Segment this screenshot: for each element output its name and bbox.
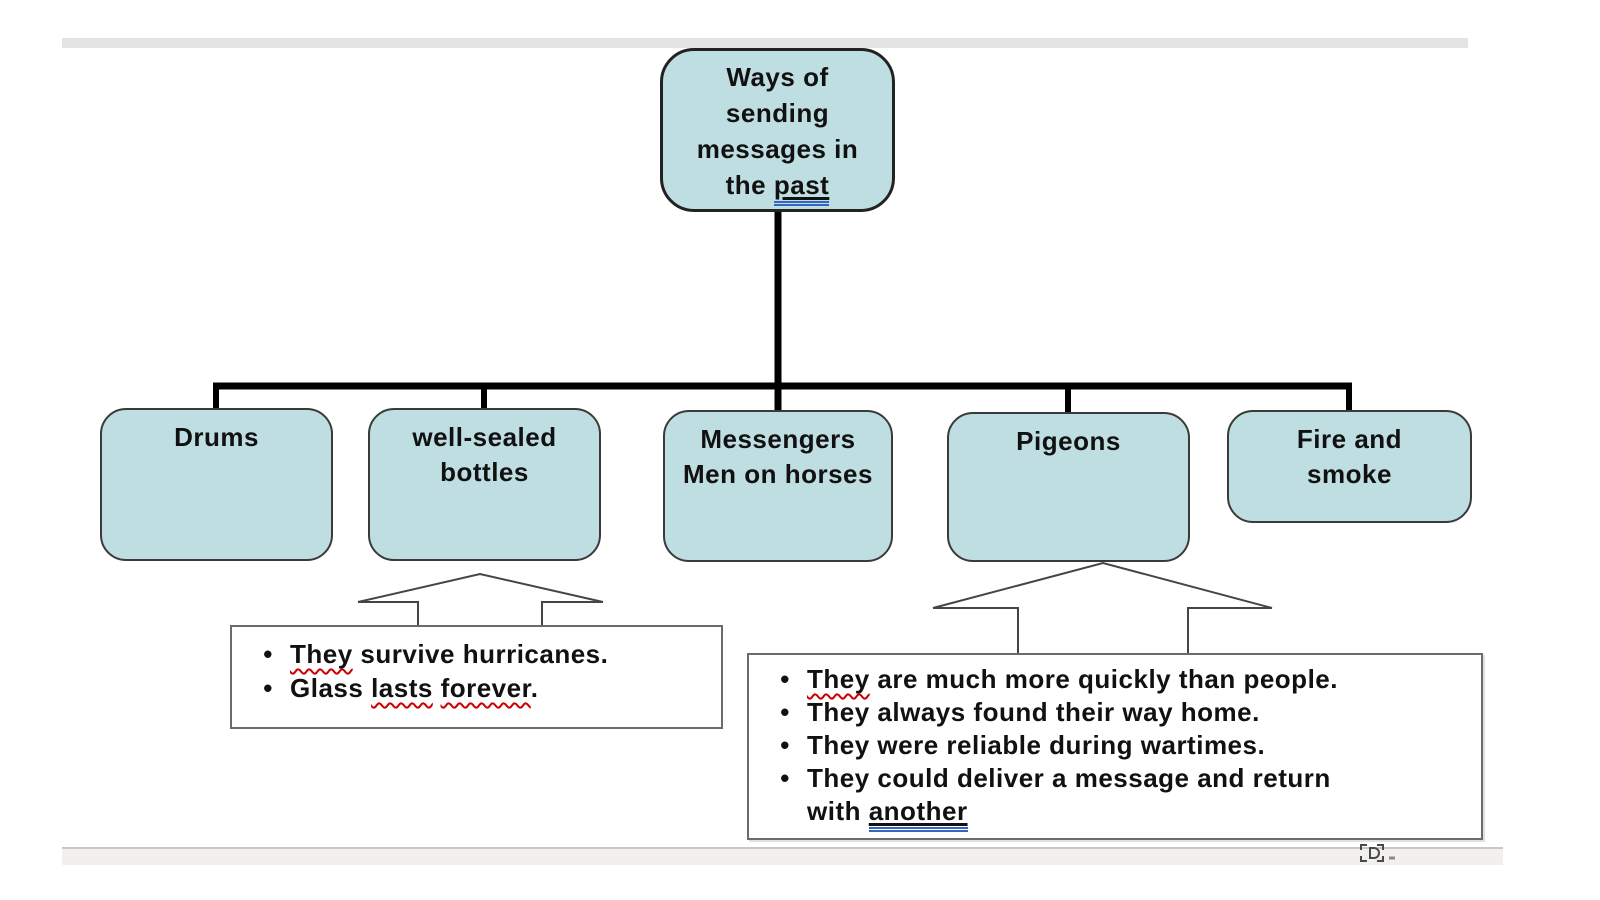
bullet-marker: • [780, 730, 790, 760]
bullet-marker: • [263, 639, 273, 669]
root-label-line: messages in [696, 134, 859, 164]
list-item: • They always found their way home. [763, 696, 1473, 729]
page-top-margin-strip [62, 38, 1468, 48]
paste-options-icon[interactable] [1358, 842, 1398, 864]
misspelled-word: They [290, 639, 353, 669]
node-messengers[interactable]: Messengers Men on horses [663, 410, 893, 562]
node-label-line: Messengers [700, 424, 856, 454]
bullet-text-period: . [530, 673, 539, 703]
pigeons-callout-left-leg [933, 607, 1019, 654]
node-label: Drums [174, 422, 259, 452]
list-item: • They are much more quickly than people… [763, 663, 1473, 696]
misspelled-word: forever [440, 673, 531, 703]
bullet-marker: • [263, 673, 273, 703]
pigeons-callout-right-leg [1187, 607, 1272, 654]
page-bottom-margin-strip [62, 847, 1503, 865]
list-item: • Glass lasts forever. [246, 671, 713, 705]
bullet-text-rest: survive hurricanes. [352, 639, 609, 669]
bullet-text-line2-prefix: with [807, 796, 869, 826]
bullet-text: They survive hurricanes. [290, 637, 713, 671]
bullet-text-line1: They could deliver a message and return [807, 763, 1331, 793]
node-label-line: Fire and [1296, 424, 1403, 454]
node-label-line: well-sealed [412, 422, 557, 452]
bottles-callout-chevron [357, 572, 604, 603]
bullet-text: They always found their way home. [807, 697, 1260, 727]
bullet-marker: • [780, 664, 790, 694]
list-item: • They survive hurricanes. [246, 637, 713, 671]
list-item: • They were reliable during wartimes. [763, 729, 1473, 762]
bottles-callout-left-leg [358, 601, 419, 626]
node-drums[interactable]: Drums [100, 408, 333, 561]
pigeons-callout-chevron [932, 561, 1273, 609]
bullet-text-prefix: Glass [290, 673, 372, 703]
node-bottles[interactable]: well-sealed bottles [368, 408, 601, 561]
bottles-callout-right-leg [541, 601, 603, 626]
node-root[interactable]: Ways of sending messages in the past [660, 48, 895, 212]
root-label-prefix: the [725, 170, 774, 200]
node-pigeons[interactable]: Pigeons [947, 412, 1190, 562]
bullet-text-rest: are much more quickly than people. [869, 664, 1338, 694]
bullet-marker: • [780, 763, 790, 793]
root-label-line: sending [725, 98, 830, 128]
list-item: • They could deliver a message and retur… [763, 762, 1473, 832]
bullet-marker: • [780, 697, 790, 727]
root-label-line: the past [663, 167, 892, 206]
bullet-text: Glass lasts forever. [290, 671, 713, 705]
bottles-notes-box[interactable]: • They survive hurricanes. • Glass lasts… [230, 625, 723, 729]
node-label-line: smoke [1307, 459, 1392, 489]
node-label-line: bottles [440, 457, 529, 487]
node-label-line: Men on horses [683, 459, 873, 489]
word-space [433, 673, 441, 703]
misspelled-word: They [807, 664, 870, 694]
pigeons-notes-box[interactable]: • They are much more quickly than people… [747, 653, 1483, 840]
node-label: Pigeons [1016, 426, 1121, 456]
bullet-text: They are much more quickly than people. [807, 663, 1473, 696]
bullet-text: They were reliable during wartimes. [807, 730, 1266, 760]
underlined-word-another: another [868, 796, 968, 832]
root-label-line: Ways of [726, 62, 829, 92]
underlined-word-past: past [773, 170, 830, 206]
misspelled-word: lasts [371, 673, 433, 703]
node-fire-smoke[interactable]: Fire and smoke [1227, 410, 1472, 523]
